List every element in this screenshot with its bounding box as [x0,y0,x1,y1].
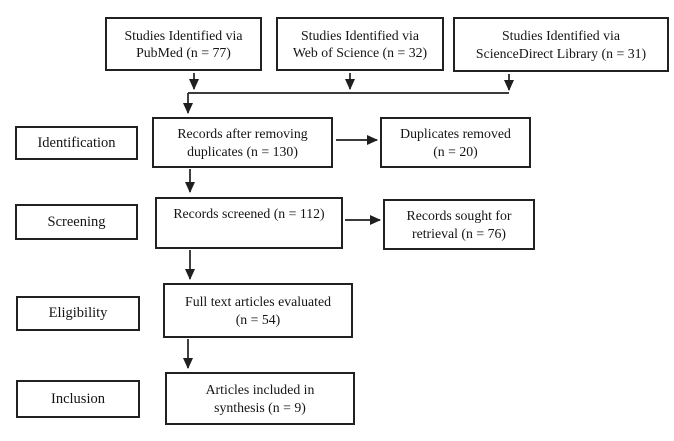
flow-box-articles-included: Articles included in synthesis (n = 9) [165,372,355,425]
flow-box-articles-included-line1: Articles included in [205,382,315,397]
source-box-web-of-science-line1: Studies Identified via [300,27,419,43]
stage-label-inclusion-text: Inclusion [51,390,105,407]
source-box-sciencedirect: Studies Identified via ScienceDirect Lib… [453,17,669,72]
side-box-duplicates-removed: Duplicates removed (n = 20) [380,117,531,168]
stage-label-screening-text: Screening [47,213,106,230]
flow-box-records-screened: Records screened (n = 112) [155,197,343,249]
stage-label-eligibility: Eligibility [16,296,140,331]
source-box-web-of-science: Studies Identified via Web of Science (n… [276,17,444,71]
stage-label-screening: Screening [15,204,138,240]
flow-box-records-after-duplicates-line2: duplicates (n = 130) [187,143,298,159]
flow-box-records-after-duplicates: Records after removing duplicates (n = 1… [152,117,333,168]
side-box-records-sought: Records sought for retrieval (n = 76) [383,199,535,250]
source-box-web-of-science-line2: Web of Science (n = 32) [292,45,428,60]
flow-box-records-screened-line1: Records screened (n = 112) [173,206,325,221]
side-box-duplicates-removed-line1: Duplicates removed [400,126,511,141]
source-box-pubmed-line1: Studies Identified via [124,27,243,43]
stage-label-inclusion: Inclusion [16,380,140,418]
side-box-records-sought-line2: retrieval (n = 76) [412,225,506,241]
flow-box-records-after-duplicates-line1: Records after removing [177,126,308,141]
flow-box-fulltext-evaluated-line1: Full text articles evaluated [185,294,331,309]
side-box-records-sought-line1: Records sought for [406,208,512,223]
flow-box-fulltext-evaluated-line2: (n = 54) [235,311,281,327]
stage-label-identification-text: Identification [37,134,116,151]
stage-label-identification: Identification [15,126,138,160]
flow-box-fulltext-evaluated: Full text articles evaluated (n = 54) [163,283,353,338]
source-box-sciencedirect-line1: Studies Identified via [501,28,620,43]
source-box-sciencedirect-line2: ScienceDirect Library (n = 31) [475,45,647,61]
source-box-pubmed-line2: PubMed (n = 77) [136,45,231,60]
flow-box-articles-included-line2: synthesis (n = 9) [214,399,306,415]
source-box-pubmed: Studies Identified via PubMed (n = 77) [105,17,262,71]
side-box-duplicates-removed-line2: (n = 20) [433,143,478,159]
stage-label-eligibility-text: Eligibility [48,305,108,321]
